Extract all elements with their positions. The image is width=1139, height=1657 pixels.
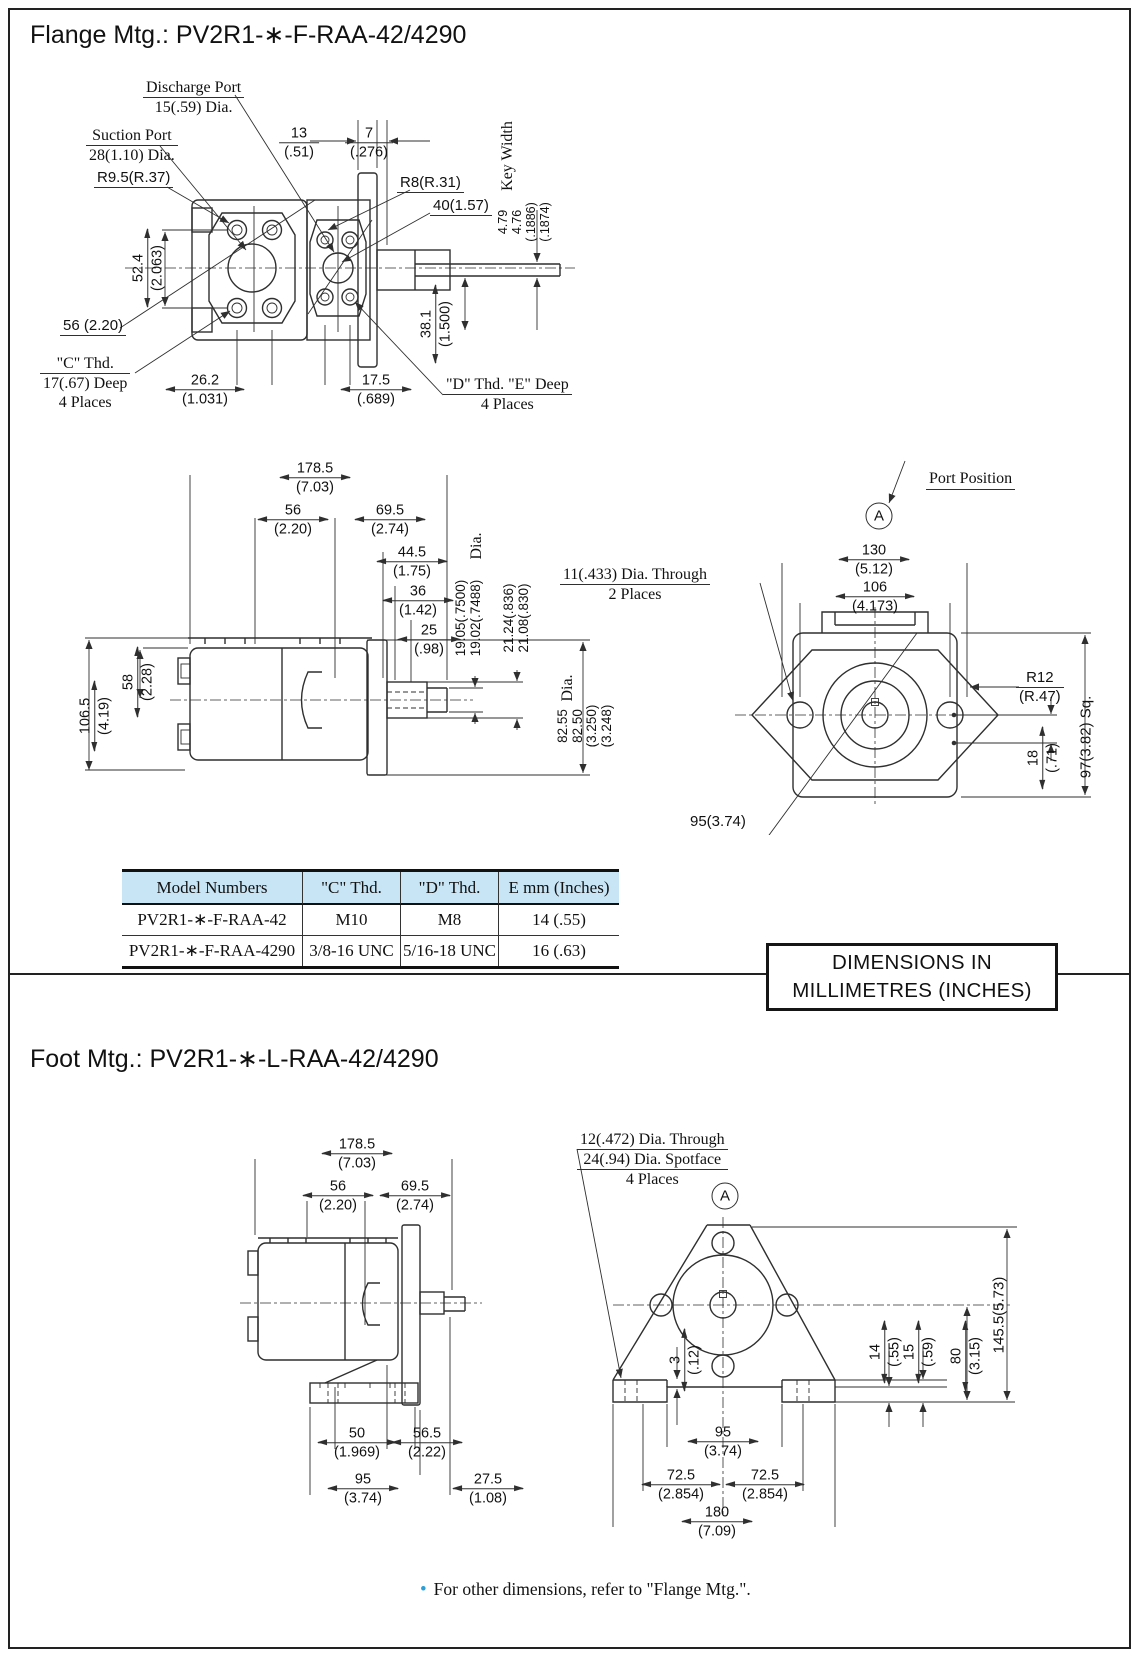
dim-spigot-dia: 21.24(.836)21.08(.830) xyxy=(500,583,531,653)
dim-pilot-in: (3.250)(3.248) xyxy=(583,704,614,748)
units-line-1: DIMENSIONS IN xyxy=(832,951,992,974)
flange-section-title: Flange Mtg.: PV2R1-∗-F-RAA-42/4290 xyxy=(30,21,467,49)
table-header-d-thd: "D" Thd. xyxy=(401,872,499,905)
dim-26-2: 26.2(1.031) xyxy=(165,372,245,408)
dim-36: 36(1.42) xyxy=(382,583,454,619)
table-cell-model: PV2R1-∗-F-RAA-42 xyxy=(122,905,303,935)
pilot-dia-word: Dia. xyxy=(559,674,576,702)
dim-178-5: 178.5(7.03) xyxy=(279,460,351,496)
dim-56-side: 56(2.20) xyxy=(257,502,329,538)
note-text: For other dimensions, refer to "Flange M… xyxy=(433,1579,751,1599)
dim-69-5: 69.5(2.74) xyxy=(354,502,426,538)
foot-section-title: Foot Mtg.: PV2R1-∗-L-RAA-42/4290 xyxy=(30,1045,439,1073)
thread-table: Model Numbers "C" Thd. "D" Thd. E mm (In… xyxy=(122,869,619,969)
table-header-model: Model Numbers xyxy=(122,872,303,905)
radius-r12-label: R12 (R.47) xyxy=(1016,669,1064,706)
flange-side-annotation-lines xyxy=(85,475,590,776)
d-e-thread-label: "D" Thd. "E" Deep 4 Places xyxy=(443,375,572,414)
dim-13: 13(.51) xyxy=(279,125,319,161)
dim-56-foot: 56(2.20) xyxy=(302,1178,374,1214)
dim-106-5: 106.5(4.19) xyxy=(77,681,113,751)
dim-38-1: 38.1(1.500) xyxy=(418,285,454,363)
footer-note: • For other dimensions, refer to "Flange … xyxy=(420,1579,751,1601)
pump-body-foot-side xyxy=(247,1224,466,1406)
dim-25: 25(.98) xyxy=(397,622,461,658)
dim-180: 180(7.09) xyxy=(681,1504,753,1540)
flange-rear-annotation-lines xyxy=(735,460,1091,835)
key-width-label: Key Width xyxy=(499,121,516,191)
dim-27-5: 27.5(1.08) xyxy=(452,1471,524,1507)
table-cell-c-thd: M10 xyxy=(303,905,401,935)
table-cell-d-thd: M8 xyxy=(401,905,499,935)
dim-40-label: 40(1.57) xyxy=(430,197,492,216)
section-divider xyxy=(10,973,1129,975)
pump-body-side xyxy=(177,637,448,776)
dim-52-4: 52.4(2.063) xyxy=(130,229,166,307)
foot-side-view-drawing xyxy=(240,1159,482,1495)
table-header-e: E mm (Inches) xyxy=(499,872,619,905)
foot-front-annotation-lines xyxy=(576,1148,1017,1527)
dim-95-label: 95(3.74) xyxy=(690,813,746,830)
pump-body-foot-front xyxy=(612,1224,836,1403)
dim-3: 3(.12) xyxy=(667,1329,703,1391)
dim-69-5-foot: 69.5(2.74) xyxy=(379,1178,451,1214)
units-note-box: DIMENSIONS IN MILLIMETRES (INCHES) xyxy=(766,943,1058,1011)
port-position-marker-foot: A xyxy=(711,1182,739,1210)
dim-130: 130(5.12) xyxy=(838,542,910,578)
dim-80: 80(3.15) xyxy=(948,1321,984,1391)
table-cell-d-thd: 5/16-18 UNC xyxy=(401,935,499,966)
foot-side-annotation-lines xyxy=(240,1159,482,1495)
note-bullet-icon: • xyxy=(420,1579,427,1600)
dim-95-foot-front: 95(3.74) xyxy=(687,1424,759,1460)
radius-r9-label: R9.5(R.37) xyxy=(94,169,174,188)
shaft-dia-word: Dia. xyxy=(468,532,485,560)
dim-106: 106(4.173) xyxy=(835,579,915,615)
discharge-port-label: Discharge Port 15(.59) Dia. xyxy=(143,78,245,117)
dim-7: 7(.276) xyxy=(345,125,393,161)
port-position-marker: A xyxy=(865,502,893,530)
dim-15: 15(.59) xyxy=(901,1321,937,1383)
through-holes-label: 11(.433) Dia. Through 2 Places xyxy=(560,565,710,604)
dim-50: 50(1.969) xyxy=(317,1425,397,1461)
dim-72-5-right: 72.5(2.854) xyxy=(725,1467,805,1503)
table-row: PV2R1-∗-F-RAA-4290 3/8-16 UNC 5/16-18 UN… xyxy=(122,935,619,966)
flange-front-view-drawing xyxy=(119,94,575,396)
table-cell-model: PV2R1-∗-F-RAA-4290 xyxy=(122,935,303,966)
dim-56-5: 56.5(2.22) xyxy=(391,1425,463,1461)
dim-145-5-label: 145.5(5.73) xyxy=(990,1276,1008,1354)
dim-97-square-label: 97(3.82) Sq. xyxy=(1077,695,1095,779)
units-line-2: MILLIMETRES (INCHES) xyxy=(792,979,1032,1002)
table-header-row: Model Numbers "C" Thd. "D" Thd. E mm (In… xyxy=(122,872,619,905)
dim-44-5: 44.5(1.75) xyxy=(376,544,448,580)
spotface-label: 12(.472) Dia. Through 24(.94) Dia. Spotf… xyxy=(577,1130,728,1190)
dim-58: 58(2.28) xyxy=(120,647,156,717)
dim-shaft-dia: 19.05(.7500)19.02(.7488) xyxy=(452,579,483,657)
c-thread-label: "C" Thd. 17(.67) Deep 4 Places xyxy=(40,354,131,413)
dim-18: 18(.71) xyxy=(1025,727,1061,789)
dim-17-5: 17.5(.689) xyxy=(340,372,412,408)
dim-95-foot-side: 95(3.74) xyxy=(327,1471,399,1507)
dim-56-label: 56 (2.20) xyxy=(60,317,127,336)
table-cell-e: 14 (.55) xyxy=(532,910,586,929)
dim-178-5-foot: 178.5(7.03) xyxy=(321,1136,393,1172)
table-cell-e: 16 (.63) xyxy=(499,935,619,966)
foot-front-view-drawing xyxy=(576,1148,1017,1527)
flange-rear-view-drawing xyxy=(735,460,1091,835)
dim-14: 14(.55) xyxy=(867,1321,903,1383)
radius-r8-label: R8(R.31) xyxy=(397,174,464,193)
flange-front-annotation-lines xyxy=(119,94,575,396)
table-row: PV2R1-∗-F-RAA-42 M10 M8 14 (.55) xyxy=(122,905,619,935)
dim-72-5-left: 72.5(2.854) xyxy=(641,1467,721,1503)
port-position-label: Port Position xyxy=(926,470,1016,490)
table-header-c-thd: "C" Thd. xyxy=(303,872,401,905)
flange-side-view-drawing xyxy=(85,475,590,776)
table-cell-c-thd: 3/8-16 UNC xyxy=(303,935,401,966)
suction-port-label: Suction Port 28(1.10) Dia. xyxy=(86,126,178,165)
